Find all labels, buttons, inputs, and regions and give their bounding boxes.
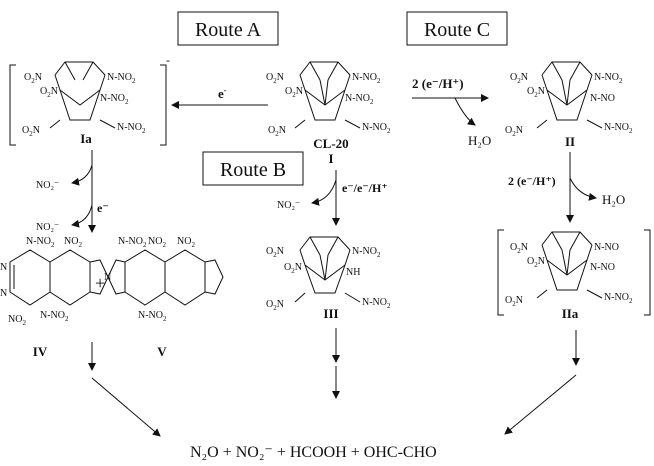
h2o-label-1: H₂O [468, 133, 491, 148]
svg-text:N-NO2: N-NO2 [100, 93, 129, 106]
route-c-box: Route C [406, 11, 508, 46]
ia-atoms: O2N N-NO2 O2N N-NO2 O2N N-NO2 - [22, 53, 170, 138]
arrow-route-a-to-products [91, 377, 161, 437]
svg-text:N-NO: N-NO [594, 242, 619, 253]
cl20-name: CL-20 [313, 136, 348, 151]
svg-text:N-NO2: N-NO2 [352, 246, 381, 259]
svg-text:N: N [0, 262, 7, 273]
e-minus-label: e- [218, 86, 227, 101]
route-c-label: Route C [424, 19, 490, 41]
svg-text:N-NO2: N-NO2 [40, 310, 69, 323]
svg-text:N-NO2: N-NO2 [138, 310, 167, 323]
ia-label: Ia [80, 131, 92, 146]
svg-text:O2N: O2N [527, 256, 545, 269]
no2-label-2: NO₂⁻ [36, 222, 59, 233]
cl20-atoms: O2N N-NO2 O2N N-NO2 O2N N-NO2 [266, 72, 391, 138]
svg-text:N-NO2: N-NO2 [107, 72, 136, 85]
svg-text:O2N: O2N [266, 299, 284, 312]
svg-text:N-NO2: N-NO2 [352, 72, 381, 85]
iia-structure [497, 229, 651, 316]
svg-text:N-NO2: N-NO2 [117, 122, 146, 135]
no2-label-3: NO₂⁻ [277, 200, 300, 211]
svg-text:O2N: O2N [505, 295, 523, 308]
svg-text:N: N [104, 272, 111, 283]
svg-text:NO2: NO2 [64, 236, 82, 249]
ia-structure [9, 61, 167, 146]
route-b-label: Route B [220, 159, 286, 181]
cl20-number: I [328, 151, 333, 166]
h2o-loss-arrow-1 [454, 97, 476, 126]
svg-text:-: - [166, 53, 170, 67]
svg-text:O2N: O2N [268, 125, 286, 138]
ii-label: II [565, 134, 575, 149]
svg-text:O2N: O2N [510, 242, 528, 255]
v-structure [107, 249, 224, 306]
svg-text:O2N: O2N [22, 125, 40, 138]
svg-text:NH: NH [346, 267, 360, 278]
svg-text:N-NO2: N-NO2 [345, 93, 374, 106]
arrow-route-c-to-products [504, 374, 577, 435]
iii-structure [294, 236, 361, 303]
ii-structure [536, 61, 603, 129]
svg-text:N-NO2: N-NO2 [118, 236, 147, 249]
svg-text:O2N: O2N [24, 72, 42, 85]
ii-atoms: O2N N-NO2 O2N N-NO O2N N-NO2 [505, 72, 633, 138]
no2-loss-arrow-1 [71, 164, 93, 186]
v-atoms: N-NO2 NO2 NO2 N-NO2 [118, 236, 195, 323]
products-line: N₂O + NO₂⁻ + HCOOH + OHC-CHO [190, 444, 437, 461]
h2o-label-2: H₂O [602, 192, 625, 207]
iv-atoms: N-NO2 NO2 N N NO2 N-NO2 N [0, 236, 111, 327]
svg-text:N-NO: N-NO [590, 93, 615, 104]
h2o-loss-arrow-2 [569, 177, 597, 201]
route-b-box: Route B [202, 151, 304, 186]
svg-text:O2N: O2N [40, 86, 58, 99]
iia-label: IIa [562, 306, 579, 321]
v-label: V [157, 344, 167, 359]
iia-atoms: O2N N-NO O2N N-NO O2N N-NO2 [505, 242, 633, 308]
svg-text:N: N [0, 288, 7, 299]
svg-text:O2N: O2N [284, 262, 302, 275]
e-eh-label: e⁻/e⁻/H⁺ [342, 181, 388, 195]
two-e-h-label-2: 2 (e⁻/H⁺) [508, 174, 556, 188]
svg-text:N-NO2: N-NO2 [604, 292, 633, 305]
svg-text:N-NO2: N-NO2 [362, 122, 391, 135]
two-e-h-label: 2 (e⁻/H⁺) [412, 76, 464, 91]
iii-label: III [323, 306, 338, 321]
svg-text:O2N: O2N [266, 72, 284, 85]
no2-label-1: NO₂⁻ [36, 180, 59, 191]
iv-label: IV [33, 344, 48, 359]
svg-text:O2N: O2N [505, 125, 523, 138]
no2-loss-arrow-2 [71, 204, 93, 228]
svg-text:O2N: O2N [285, 86, 303, 99]
svg-text:N-NO2: N-NO2 [594, 72, 623, 85]
plus-sign: + [95, 273, 105, 293]
svg-text:O2N: O2N [527, 86, 545, 99]
svg-text:N-NO: N-NO [590, 262, 615, 273]
no2-loss-arrow-3 [311, 179, 337, 206]
svg-text:NO2: NO2 [177, 236, 195, 249]
route-a-box: Route A [177, 11, 279, 46]
svg-text:N-NO2: N-NO2 [604, 122, 633, 135]
svg-text:NO2: NO2 [148, 236, 166, 249]
svg-text:N-NO2: N-NO2 [26, 236, 55, 249]
svg-text:N-NO2: N-NO2 [362, 297, 391, 310]
iv-structure [9, 249, 109, 306]
svg-text:O2N: O2N [266, 246, 284, 259]
cl20-structure [294, 61, 361, 129]
iii-atoms: O2N N-NO2 O2N NH O2N N-NO2 [266, 246, 391, 312]
route-a-label: Route A [195, 19, 262, 41]
svg-text:O2N: O2N [510, 72, 528, 85]
e-minus-a-label: e⁻ [97, 201, 109, 215]
svg-text:NO2: NO2 [8, 314, 26, 327]
